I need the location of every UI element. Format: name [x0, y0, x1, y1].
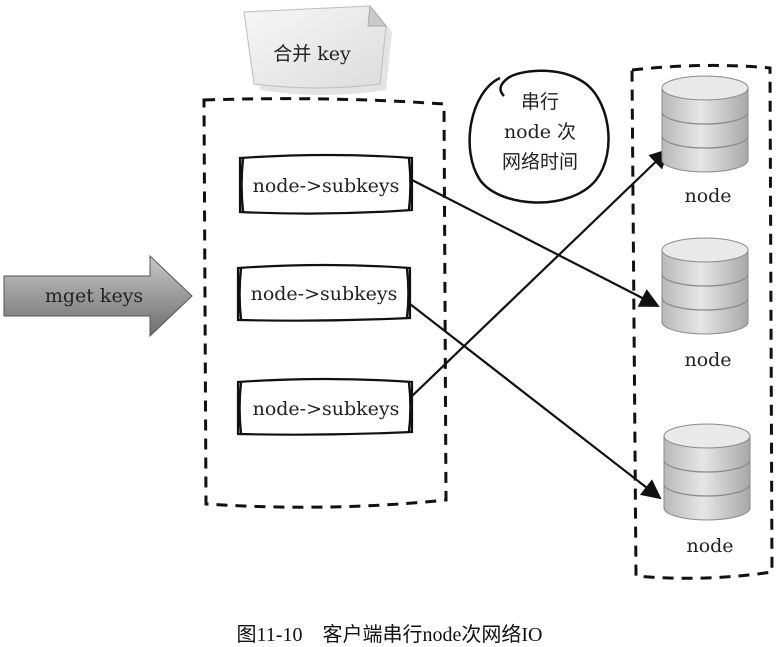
serial-note-line: 网络时间	[502, 151, 578, 173]
database-icon	[663, 423, 751, 521]
node-db-1: node	[661, 75, 749, 207]
database-icon	[661, 237, 749, 335]
node-label: node	[686, 535, 733, 557]
subkey-box-1: node->subkeys	[238, 153, 414, 215]
serial-note-line: 串行	[521, 91, 559, 113]
node-label: node	[684, 349, 731, 371]
server-nodes-container	[630, 63, 774, 580]
node-db-2: node	[661, 237, 749, 371]
figure-caption: 图11-10 客户端串行node次网络IO	[236, 624, 543, 646]
subkey-box-label: node->subkeys	[253, 175, 400, 197]
serial-network-time-note: 串行 node 次 网络时间	[468, 69, 610, 204]
mget-keys-label: mget keys	[45, 285, 143, 307]
subkey-box-label: node->subkeys	[253, 398, 400, 420]
database-icon	[661, 75, 749, 173]
mget-keys-arrow: mget keys	[3, 254, 193, 338]
node-db-3: node	[663, 423, 751, 557]
subkey-box-2: node->subkeys	[236, 263, 412, 322]
serial-note-line: node 次	[504, 121, 576, 143]
node-label: node	[684, 185, 731, 207]
merge-key-label: 合并 key	[273, 43, 351, 65]
subkey-box-3: node->subkeys	[236, 377, 414, 436]
connection-arrow-3	[409, 148, 670, 399]
connection-arrow-1	[411, 179, 660, 307]
subkey-box-label: node->subkeys	[251, 283, 398, 305]
merge-key-note: 合并 key	[243, 4, 392, 95]
client-keys-container	[202, 97, 448, 509]
connection-arrow-2	[409, 303, 662, 500]
